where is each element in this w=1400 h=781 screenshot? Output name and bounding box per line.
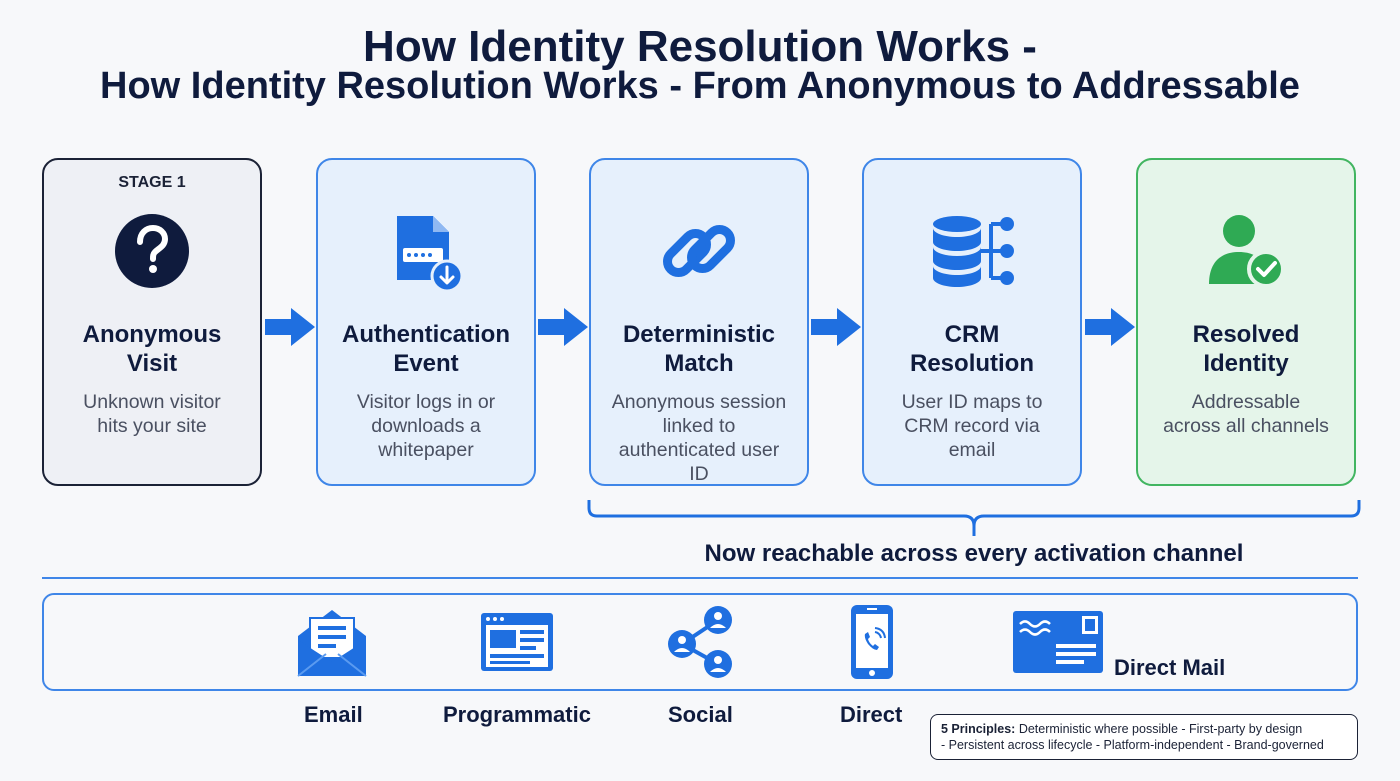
channel-label-direct-mail: Direct Mail (1114, 655, 1226, 680)
question-icon (107, 206, 197, 296)
reach-caption: Now reachable across every activation ch… (704, 540, 1244, 567)
channels-panel (42, 593, 1358, 691)
channel-label-social: Social (668, 702, 733, 727)
share-network-icon (664, 604, 736, 680)
principles-label: 5 Principles: (941, 722, 1016, 736)
flow-arrow-icon (538, 306, 588, 348)
browser-window-icon (480, 612, 554, 672)
document-download-icon (381, 206, 471, 296)
flow-arrow-icon (1085, 306, 1135, 348)
channel-label-email: Email (304, 702, 363, 727)
channel-label-direct: Direct (840, 702, 903, 727)
flow-arrow-icon (265, 306, 315, 348)
page-subtitle: How Identity Resolution Works - From Ano… (100, 65, 1300, 107)
database-network-icon (927, 206, 1017, 296)
postcard-icon (1012, 610, 1104, 674)
principles-note: 5 Principles: Deterministic where possib… (930, 714, 1358, 760)
envelope-icon (296, 604, 368, 678)
link-icon (654, 206, 744, 296)
flow-arrow-icon (811, 306, 861, 348)
divider (42, 577, 1358, 579)
grouping-bracket (586, 498, 1362, 540)
stage-label: STAGE 1 (118, 174, 186, 191)
user-check-icon (1201, 206, 1291, 296)
page-title: How Identity Resolution Works - (363, 22, 1037, 71)
channel-label-programmatic: Programmatic (443, 702, 591, 727)
phone-icon (850, 604, 894, 680)
